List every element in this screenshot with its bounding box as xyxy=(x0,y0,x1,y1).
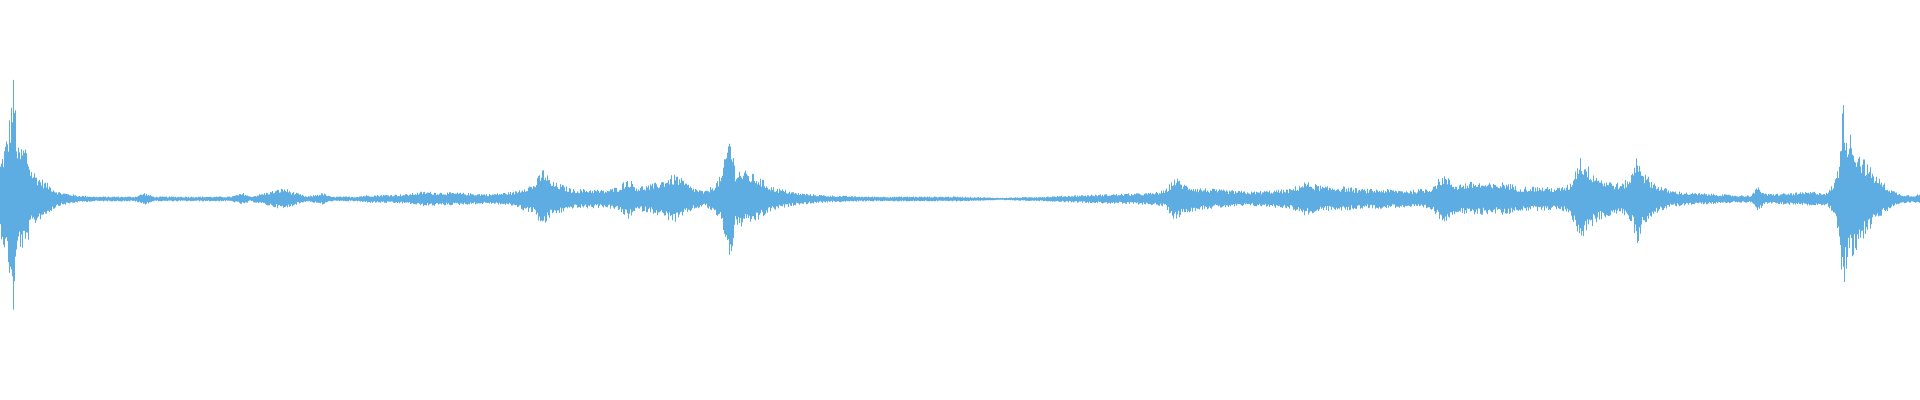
waveform-path xyxy=(0,79,1920,310)
waveform-samples xyxy=(0,79,1920,310)
